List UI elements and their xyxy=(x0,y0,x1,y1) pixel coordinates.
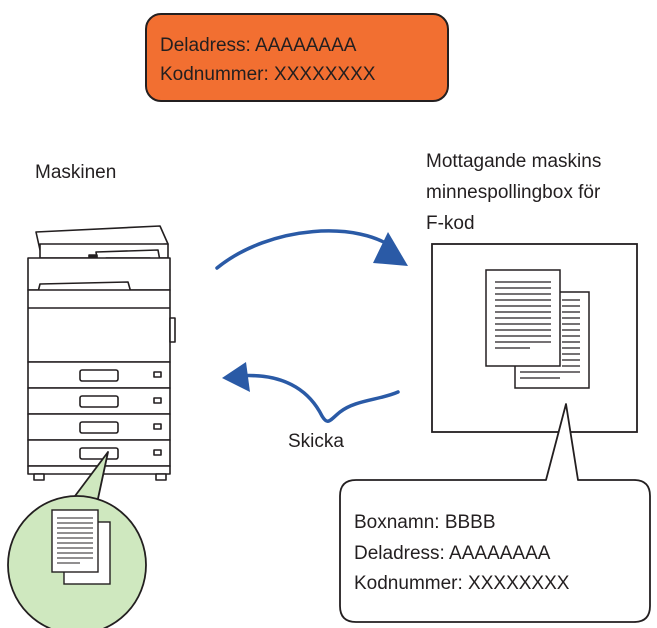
document-icon xyxy=(51,509,111,585)
send-label: Skicka xyxy=(288,431,344,452)
printer-icon xyxy=(27,225,176,481)
machine-label: Maskinen xyxy=(35,162,117,183)
header-line-1: Deladress: AAAAAAAA xyxy=(160,35,357,56)
bubble-line-1: Boxnamn: BBBB xyxy=(354,512,496,533)
receiver-label-line-2: minnespollingbox för xyxy=(426,182,601,203)
header-line-2: Kodnummer: XXXXXXXX xyxy=(160,64,376,85)
header-code-box: Deladress: AAAAAAAA Kodnummer: XXXXXXXX xyxy=(145,13,449,102)
arrow-icon xyxy=(215,229,408,270)
receiver-label-line-3: F-kod xyxy=(426,213,475,234)
info-bubble xyxy=(339,403,651,623)
bubble-line-3: Kodnummer: XXXXXXXX xyxy=(354,573,570,594)
bubble-line-2: Deladress: AAAAAAAA xyxy=(354,542,551,564)
receiver-label-line-1: Mottagande maskins xyxy=(426,151,602,172)
document-icon xyxy=(485,269,590,389)
arrow-icon xyxy=(222,362,400,423)
